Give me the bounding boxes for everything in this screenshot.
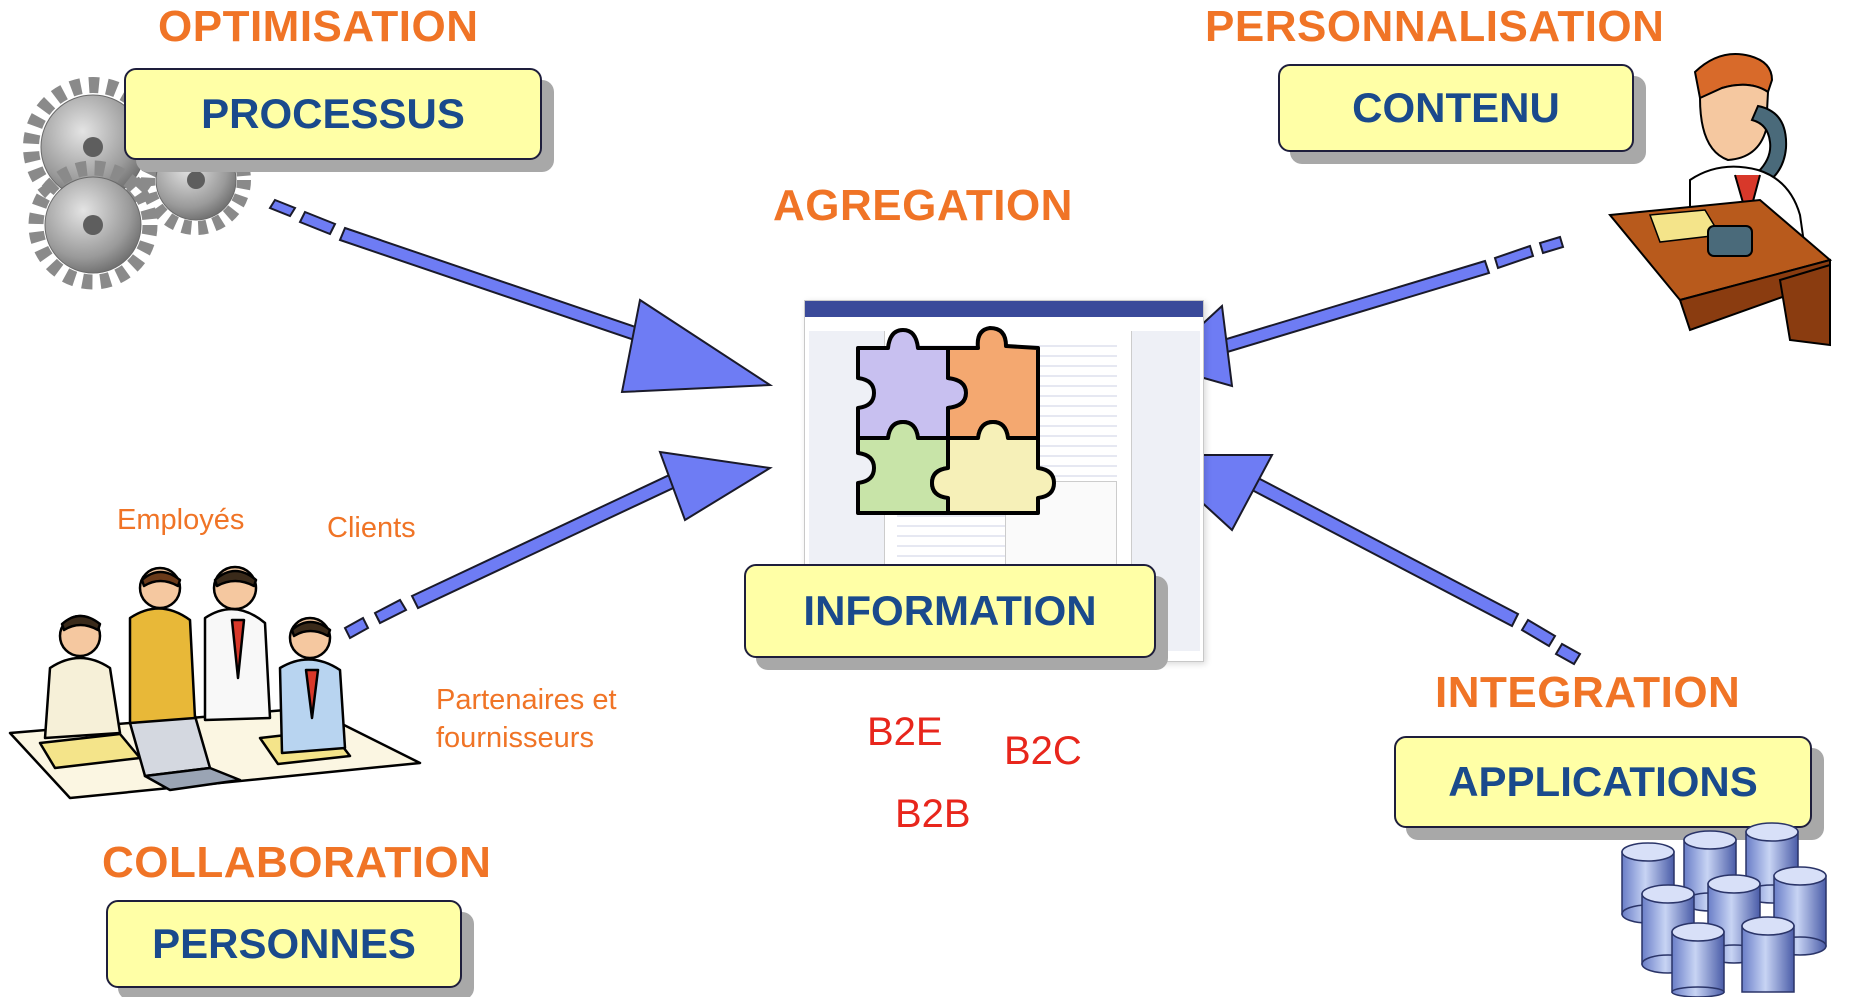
- heading-collaboration: COLLABORATION: [102, 838, 492, 887]
- heading-optimisation: OPTIMISATION: [158, 2, 479, 51]
- label-b2e: B2E: [867, 710, 943, 754]
- box-contenu: CONTENU: [1278, 64, 1634, 152]
- box-personnes: PERSONNES: [106, 900, 462, 988]
- label-b2c: B2C: [1004, 729, 1082, 773]
- heading-agregation: AGREGATION: [773, 181, 1073, 230]
- puzzle-icon: [856, 326, 1056, 515]
- label-b2b: B2B: [895, 792, 971, 836]
- phone-person-icon: [1608, 53, 1833, 347]
- box-information: INFORMATION: [744, 564, 1156, 658]
- heading-integration: INTEGRATION: [1435, 668, 1741, 717]
- database-cylinders-icon: [1621, 822, 1827, 997]
- label-employes: Employés: [117, 504, 245, 536]
- box-applications: APPLICATIONS: [1394, 736, 1812, 828]
- label-partenaires: Partenaires et fournisseurs: [436, 684, 617, 754]
- box-processus: PROCESSUS: [124, 68, 542, 160]
- heading-personnalisation: PERSONNALISATION: [1205, 2, 1665, 51]
- team-people-icon: [8, 565, 422, 800]
- label-clients: Clients: [327, 512, 416, 544]
